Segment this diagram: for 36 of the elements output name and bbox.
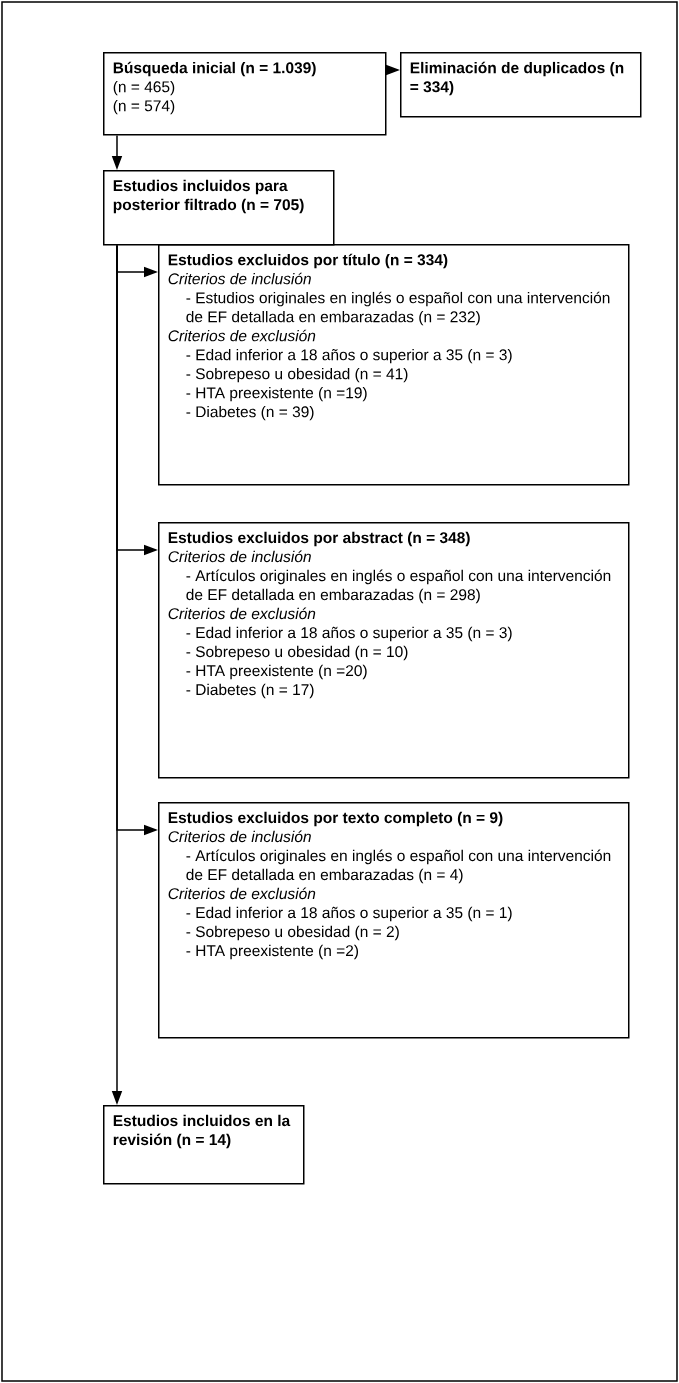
criteria-item: - Diabetes (n = 17) <box>186 683 314 699</box>
box-heading: Estudios excluidos por título (n = 334) <box>168 253 448 269</box>
criteria-heading: Criterios de inclusión <box>168 830 311 843</box>
source-count: (n = 465) <box>113 80 175 96</box>
criteria-item: - Artículos originales en inglés o español con una intervención de EF detallada en embarazadas (n = 298) <box>186 569 611 604</box>
box <box>158 244 630 486</box>
box-heading: Búsqueda inicial (n = 1.039) <box>113 61 316 77</box>
box <box>158 802 630 1039</box>
criteria-heading: Criterios de inclusión <box>168 272 311 285</box>
box-heading: Estudios excluidos por texto completo (n = 9) <box>168 811 503 827</box>
criteria-item: - HTA preexistente (n =19) <box>186 386 367 402</box>
criteria-item: - Edad inferior a 18 años o superior a 35 (n = 3) <box>186 348 512 364</box>
box-heading: Estudios incluidos para posterior filtrado (n = 705) <box>113 179 304 214</box>
criteria-item: - Sobrepeso u obesidad (n = 2) <box>186 925 399 941</box>
box-heading: Eliminación de duplicados (n = 334) <box>410 61 624 96</box>
box-heading: Estudios excluidos por abstract (n = 348) <box>168 531 470 547</box>
criteria-item: - Sobrepeso u obesidad (n = 41) <box>186 367 408 383</box>
criteria-item: - Edad inferior a 18 años o superior a 35 (n = 3) <box>186 626 512 642</box>
box <box>103 52 387 136</box>
criteria-heading: Criterios de inclusión <box>168 550 311 563</box>
criteria-heading: Criterios de exclusión <box>168 607 316 620</box>
criteria-item: - Sobrepeso u obesidad (n = 10) <box>186 645 408 661</box>
criteria-item: - Edad inferior a 18 años o superior a 35 (n = 1) <box>186 906 512 922</box>
box <box>400 52 642 118</box>
criteria-heading: Criterios de exclusión <box>168 887 316 900</box>
criteria-heading: Criterios de exclusión <box>168 329 316 342</box>
box <box>103 1105 305 1185</box>
source-count: (n = 574) <box>113 99 175 115</box>
criteria-item: - HTA preexistente (n =20) <box>186 664 367 680</box>
box <box>103 170 335 246</box>
criteria-item: - Diabetes (n = 39) <box>186 405 314 421</box>
box-heading: Estudios incluidos en la revisión (n = 14) <box>113 1114 291 1149</box>
criteria-item: - Artículos originales en inglés o español con una intervención de EF detallada en embarazadas (n = 4) <box>186 849 611 884</box>
criteria-item: - Estudios originales en inglés o español con una intervención de EF detallada en embarazadas (n = 232) <box>186 291 610 326</box>
criteria-item: - HTA preexistente (n =2) <box>186 944 359 960</box>
box <box>158 522 630 779</box>
